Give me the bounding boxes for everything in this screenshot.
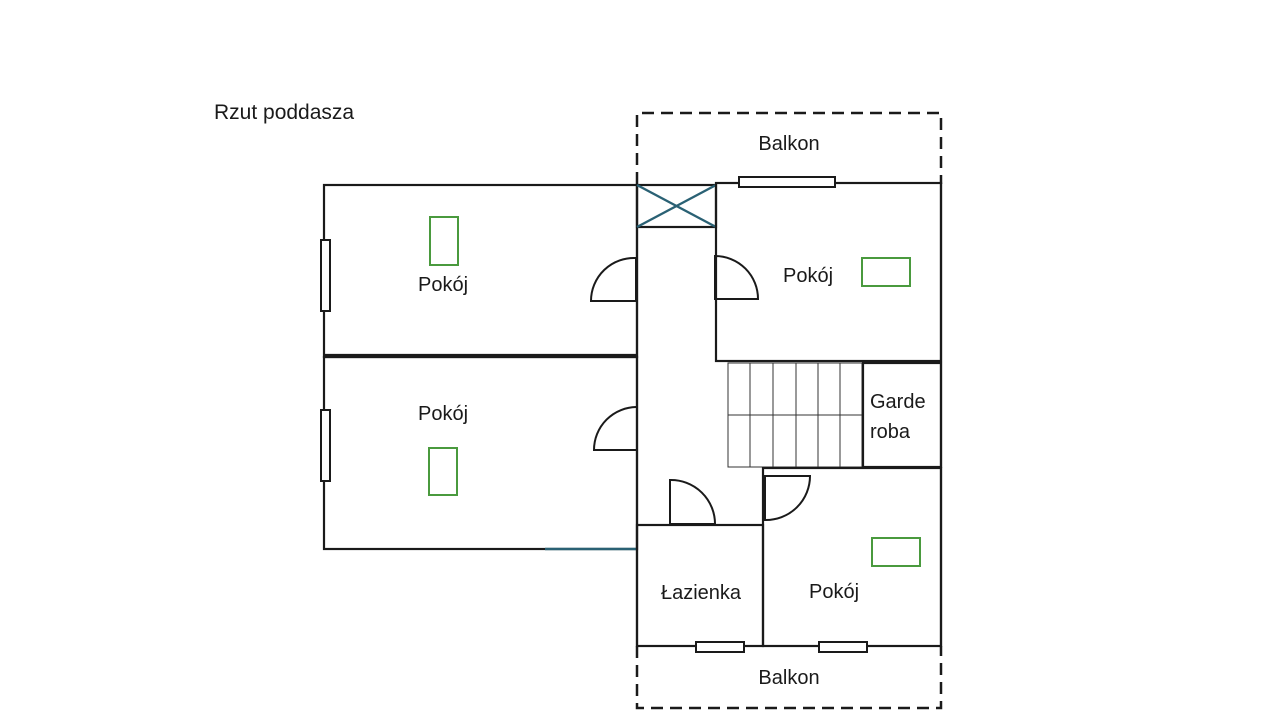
room-top-left: [322, 183, 639, 359]
window-left-top: [320, 239, 331, 312]
window-top: [738, 176, 836, 188]
door-top-left-room: [589, 256, 637, 302]
window-bathroom: [695, 641, 745, 653]
staircase: [727, 362, 863, 468]
window-bottom-right: [818, 641, 868, 653]
balcony-bottom-outline: [635, 646, 943, 710]
label-balcony-top: Balkon: [758, 133, 819, 155]
label-wardrobe-line2: roba: [870, 421, 911, 443]
label-bathroom: Łazienka: [661, 582, 742, 604]
plan-title: Rzut poddasza: [214, 101, 354, 124]
door-bottom-right-room: [764, 475, 812, 522]
bed-bottom-right: [871, 537, 921, 567]
label-wardrobe-line1: Garde: [870, 391, 926, 413]
label-balcony-bottom: Balkon: [758, 667, 819, 689]
label-room-top-right: Pokój: [783, 265, 833, 287]
bed-top-right: [861, 257, 911, 287]
window-left-bottom: [320, 409, 331, 482]
room-bottom-left: [322, 355, 639, 551]
bed-bottom-left: [428, 447, 458, 496]
label-room-bottom-left: Pokój: [418, 403, 468, 425]
balcony-top-outline: [635, 111, 943, 184]
label-room-bottom-right: Pokój: [809, 581, 859, 603]
label-room-top-left: Pokój: [418, 274, 468, 296]
door-bottom-left-room: [592, 405, 638, 451]
shaft-cross: [635, 183, 718, 229]
wardrobe: [861, 361, 943, 469]
room-bottom-right: [761, 466, 943, 648]
door-bathroom: [669, 478, 717, 525]
bed-top-left: [429, 216, 459, 266]
door-top-right-room: [714, 254, 760, 300]
